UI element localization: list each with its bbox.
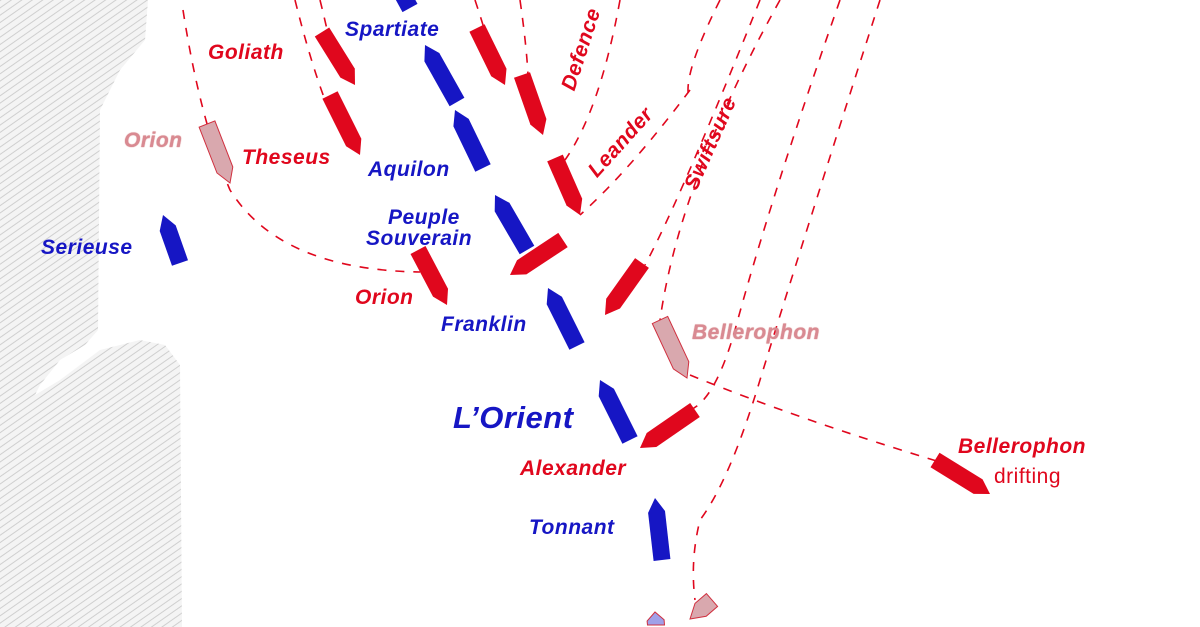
- label-aquilon: Aquilon: [368, 158, 450, 181]
- label-lorient: L’Orient: [453, 400, 574, 435]
- label-goliath: Goliath: [208, 41, 284, 64]
- label-bellerophon-earlier: Bellerophon: [692, 321, 821, 344]
- label-serieuse: Serieuse: [41, 236, 133, 259]
- label-alexander: Alexander: [520, 457, 627, 480]
- track-bellerophon: [659, 0, 951, 466]
- ship-zealous[interactable]: [469, 24, 507, 85]
- ship-defence[interactable]: [547, 154, 583, 215]
- track-orion: [182, 9, 421, 273]
- ship-tracks: [182, 0, 951, 601]
- ship-spartiate[interactable]: [424, 45, 465, 107]
- label-theseus: Theseus: [242, 146, 331, 169]
- ship-audacious[interactable]: [514, 72, 547, 135]
- label-drifting: drifting: [994, 465, 1062, 488]
- ships: [159, 0, 991, 626]
- label-peuple: Peuple: [388, 206, 460, 229]
- ship-orion[interactable]: [410, 246, 449, 305]
- track-leander: [579, 89, 691, 216]
- label-orion: Orion: [355, 286, 414, 309]
- label-spartiate: Spartiate: [345, 18, 440, 41]
- track-majestic: [692, 0, 881, 601]
- ship-serieuse[interactable]: [159, 215, 188, 266]
- ship-alexander[interactable]: [640, 403, 700, 448]
- track-alexander: [689, 0, 841, 411]
- ship-goliath[interactable]: [314, 27, 355, 86]
- coastline-land: [0, 0, 182, 627]
- label-franklin: Franklin: [441, 313, 527, 336]
- label-souverain: Souverain: [366, 227, 473, 250]
- ship-leander[interactable]: [510, 232, 568, 275]
- ship-lorient[interactable]: [598, 380, 638, 444]
- track-goliath: [294, 0, 326, 101]
- ship-tonnant[interactable]: [648, 498, 671, 561]
- ship-orion-earlier[interactable]: [198, 120, 234, 184]
- ship-bellerophon-earlier[interactable]: [651, 315, 690, 379]
- ship-swiftsure[interactable]: [605, 258, 649, 315]
- ship-aquilon[interactable]: [453, 110, 491, 172]
- ship-peuple-souverain[interactable]: [494, 195, 535, 255]
- ship-theseus[interactable]: [322, 91, 362, 155]
- label-bellerophon: Bellerophon: [958, 435, 1087, 458]
- label-orion-earlier: Orion: [124, 129, 183, 152]
- ship-franklin[interactable]: [546, 288, 585, 350]
- ship-heureux[interactable]: [646, 611, 666, 626]
- label-tonnant: Tonnant: [529, 516, 615, 539]
- ship-guerrier[interactable]: [391, 0, 418, 13]
- ship-majestic-earlier[interactable]: [689, 592, 719, 620]
- track-zealous: [474, 0, 491, 51]
- ship-bellerophon-drifting[interactable]: [930, 452, 991, 494]
